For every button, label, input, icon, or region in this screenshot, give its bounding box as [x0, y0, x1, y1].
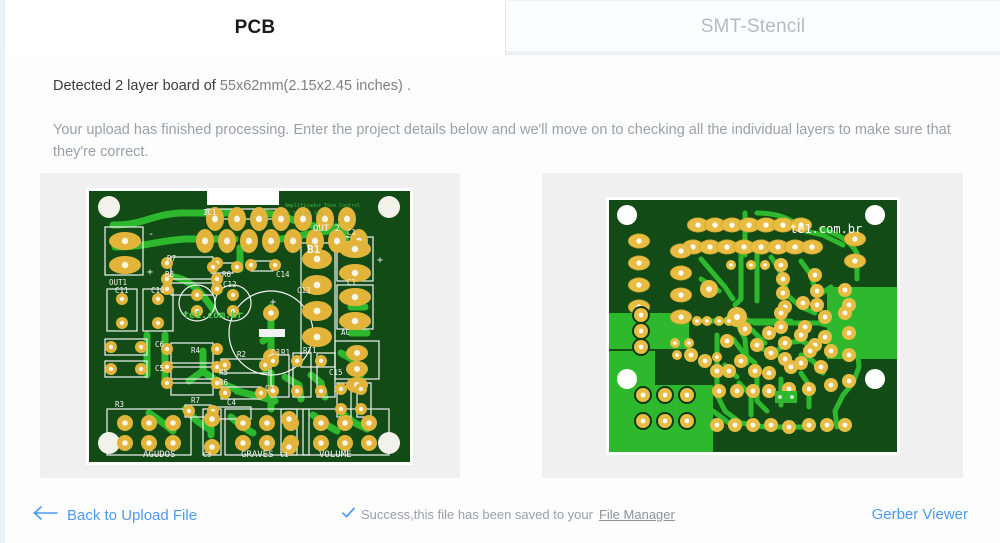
svg-text:R2: R2	[237, 350, 246, 359]
svg-text:R4: R4	[191, 346, 201, 355]
svg-text:AC: AC	[341, 328, 350, 337]
svg-text:C12: C12	[223, 280, 237, 289]
gerber-viewer-label: Gerber Viewer	[871, 506, 968, 523]
svg-text:R3: R3	[115, 400, 124, 409]
back-to-upload-link[interactable]: Back to Upload File	[33, 506, 197, 524]
svg-text:R1: R1	[281, 348, 290, 357]
svg-text:V 1.2 by te1: V 1.2 by te1	[287, 211, 323, 217]
page-body: PCB SMT-Stencil Detected 2 layer board o…	[5, 0, 1000, 543]
pcb-bottom-layer-image: te1.com.br	[604, 194, 901, 457]
tab-smt-stencil[interactable]: SMT-Stencil	[505, 0, 1000, 55]
svg-text:-: -	[148, 229, 154, 240]
svg-text:C10: C10	[151, 286, 165, 295]
detected-board-info: Detected 2 layer board of 55x62mm(2.15x2…	[53, 78, 411, 94]
arrow-left-icon	[33, 506, 59, 524]
save-status-message: Success,this file has been saved to your…	[342, 507, 675, 522]
svg-text:Amplificador Tone Control: Amplificador Tone Control	[285, 203, 360, 209]
svg-text:C15: C15	[329, 368, 343, 377]
tab-smt-stencil-label: SMT-Stencil	[700, 16, 806, 37]
board-preview-bottom-layer[interactable]: te1.com.br	[542, 173, 963, 478]
svg-text:VOLUME: VOLUME	[319, 450, 352, 460]
tab-pcb[interactable]: PCB	[5, 0, 505, 55]
svg-text:OUT1: OUT1	[109, 278, 127, 287]
svg-text:B1: B1	[307, 243, 321, 256]
svg-text:C1: C1	[347, 228, 356, 237]
board-preview-top-layer[interactable]: IC1 OUT1 OUT 2 R7 R8 C12 R6 C11 C10 C14 …	[40, 173, 460, 478]
svg-text:R8: R8	[165, 270, 175, 279]
svg-text:C14: C14	[276, 270, 290, 279]
svg-text:C5: C5	[155, 364, 164, 373]
svg-text:IC1: IC1	[203, 208, 217, 217]
detected-prefix: Detected 2 layer board of	[53, 78, 220, 94]
svg-text:R6: R6	[219, 378, 229, 387]
svg-text:AGUDOS: AGUDOS	[143, 450, 176, 460]
pcb-top-layer-image: IC1 OUT1 OUT 2 R7 R8 C12 R6 C11 C10 C14 …	[85, 184, 415, 467]
svg-text:C1: C1	[347, 278, 356, 287]
board-brand-text: te1.com.br	[790, 222, 862, 236]
check-icon	[342, 507, 355, 522]
svg-text:+: +	[377, 255, 383, 266]
svg-text:OUT 2: OUT 2	[313, 224, 340, 234]
svg-text:C13: C13	[297, 286, 311, 295]
svg-text:R11: R11	[303, 346, 317, 355]
svg-text:+: +	[147, 267, 153, 278]
svg-text:te1.com.br: te1.com.br	[183, 310, 243, 321]
svg-text:+: +	[270, 297, 276, 308]
svg-text:C3: C3	[271, 348, 280, 357]
svg-text:C4: C4	[227, 398, 237, 407]
svg-text:C6: C6	[155, 340, 165, 349]
svg-text:GRAVES: GRAVES	[241, 450, 274, 460]
svg-text:C2: C2	[265, 384, 274, 393]
footer-bar: Back to Upload File Success,this file ha…	[5, 495, 1000, 543]
detected-dimensions: 55x62mm(2.15x2.45 inches)	[219, 78, 403, 94]
gerber-viewer-link[interactable]: Gerber Viewer	[872, 506, 968, 523]
left-rail	[0, 0, 5, 543]
svg-text:R7: R7	[167, 254, 176, 263]
intro-paragraph: Your upload has finished processing. Ent…	[53, 122, 951, 160]
file-manager-link[interactable]: File Manager	[598, 507, 675, 522]
save-status-text: Success,this file has been saved to your	[361, 507, 593, 522]
svg-text:R7: R7	[191, 396, 200, 405]
tab-pcb-label: PCB	[234, 16, 276, 38]
svg-text:C11: C11	[115, 286, 129, 295]
back-to-upload-label: Back to Upload File	[67, 506, 198, 524]
svg-text:R5: R5	[219, 368, 228, 377]
tab-bar: PCB SMT-Stencil	[5, 0, 1000, 55]
svg-text:C3: C3	[203, 451, 211, 459]
svg-text:R6: R6	[222, 270, 232, 279]
detected-suffix: .	[402, 78, 411, 94]
svg-text:C1: C1	[280, 451, 288, 459]
